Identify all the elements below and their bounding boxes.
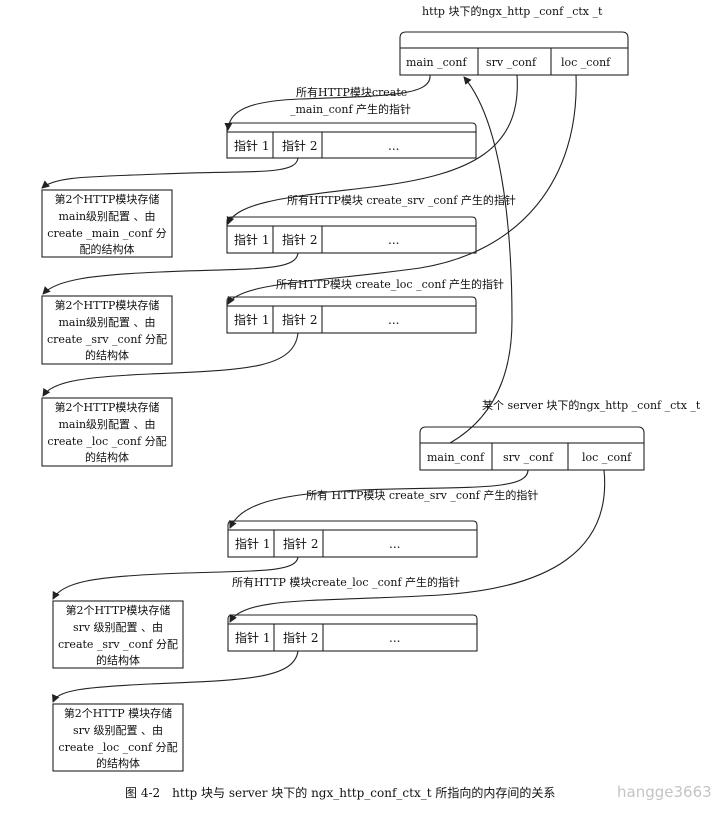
pointer-array-table [226,131,477,159]
struct-text-line: 的结构体 [85,348,129,362]
pointer-2-cell: 指针 2 [282,232,317,247]
pointer-array-server-loc: 指针 1 指针 2 ... [227,614,478,652]
arrows [41,74,606,703]
pointer-more-cell: ... [388,139,399,153]
struct-text-line: create _srv _conf 分配 [58,638,178,651]
struct-text-line: main级别配置 、由 [58,315,155,329]
struct-text-line: main级别配置 、由 [58,209,155,223]
http-ctx-brace [399,31,629,48]
arrow-http-srv-to-array [226,74,518,225]
pointer-array-table [226,225,477,254]
figure-caption: 图 4-2 http 块与 server 块下的 ngx_http_conf_c… [125,785,555,800]
struct-text-line: 的结构体 [96,653,140,667]
arrow-pointer-to-struct [41,157,299,189]
struct-text-line: 第2个HTTP模块存储 [55,192,160,206]
struct-text-line: create _srv _conf 分配 [47,333,167,346]
pointer-array-table [227,623,478,652]
pointer-more-cell: ... [389,631,400,645]
loc-conf-label-server: 所有HTTP 模块create_loc _conf 产生的指针 [232,575,460,589]
srv-conf-label: 所有HTTP模块 create_srv _conf 产生的指针 [287,193,516,207]
srv-conf-label-server: 所有 HTTP模块 create_srv _conf 产生的指针 [306,488,538,502]
struct-box-srv: 第2个HTTP模块存储 main级别配置 、由 create _srv _con… [41,295,173,365]
server-ctx-brace [419,426,645,443]
arrow-server-loc-to-array [229,469,606,623]
pointer-array-table [227,529,478,558]
arrow-server-main-to-http-main [449,76,513,444]
server-ctx-title: 某个 server 块下的ngx_http _conf _ctx _t [482,398,701,412]
arrow-pointer-to-struct [42,252,299,295]
struct-box-server-srv: 第2个HTTP模块存储 srv 级别配置 、由 create _srv _con… [52,600,184,669]
struct-text-line: create _loc _conf 分配 [58,741,177,754]
server-ctx-loc-conf: loc _conf [582,451,632,464]
struct-text-line: main级别配置 、由 [58,417,155,431]
pointer-2-cell: 指针 2 [283,630,318,645]
http-ctx-main-conf: main _conf [406,56,467,69]
struct-text-line: srv 级别配置 、由 [73,620,163,634]
struct-text-line: 第2个HTTP模块存储 [55,400,160,414]
pointer-more-cell: ... [388,313,399,327]
struct-text-line: 第2个HTTP 模块存储 [64,706,172,720]
struct-box-loc: 第2个HTTP模块存储 main级别配置 、由 create _loc _con… [41,397,173,467]
pointer-array-brace [226,296,477,306]
struct-text-line: 的结构体 [85,450,129,464]
pointer-array-brace [226,122,477,132]
struct-text-line: 的结构体 [96,756,140,770]
arrow-http-loc-to-array [227,74,577,305]
struct-text-line: srv 级别配置 、由 [73,723,163,737]
main-conf-label-line2: _main_conf 产生的指针 [290,102,411,116]
http-ctx-srv-conf: srv _conf [486,56,537,69]
server-ctx-srv-conf: srv _conf [503,451,554,464]
pointer-2-cell: 指针 2 [282,138,317,153]
arrow-server-srv-to-array [229,469,529,529]
struct-text-line: 配的结构体 [80,242,135,256]
pointer-array-brace [227,520,478,530]
watermark: hangge3663 [617,783,712,801]
struct-text-line: create _loc _conf 分配 [47,435,166,448]
pointer-more-cell: ... [388,233,399,247]
pointer-2-cell: 指针 2 [283,536,318,551]
struct-text-line: 第2个HTTP模块存储 [55,298,160,312]
pointer-array-srv: 指针 1 指针 2 ... [226,216,477,254]
server-ctx-struct: 某个 server 块下的ngx_http _conf _ctx _t main… [419,398,701,471]
struct-box-main: 第2个HTTP模块存储 main级别配置 、由 create _main _co… [41,189,173,258]
http-ctx-struct: http 块下的ngx_http _conf _ctx _t main _con… [399,4,629,76]
http-ctx-loc-conf: loc _conf [561,56,611,69]
pointer-array-main: 指针 1 指针 2 ... [226,122,477,159]
arrow-pointer-to-struct [42,332,299,397]
pointer-1-cell: 指针 1 [234,232,269,247]
pointer-array-loc: 指针 1 指针 2 ... [226,296,477,334]
arrow-pointer-to-struct [52,650,299,703]
struct-text-line: 第2个HTTP模块存储 [66,603,171,617]
arrow-pointer-to-struct [52,556,299,600]
pointer-array-table [226,305,477,334]
pointer-1-cell: 指针 1 [234,312,269,327]
server-ctx-table [419,442,645,471]
pointer-2-cell: 指针 2 [282,312,317,327]
struct-text-line: create _main _conf 分 [47,227,166,240]
struct-box-server-loc: 第2个HTTP 模块存储 srv 级别配置 、由 create _loc _co… [52,703,184,772]
pointer-1-cell: 指针 1 [235,630,270,645]
pointer-array-brace [227,614,478,624]
pointer-more-cell: ... [389,537,400,551]
http-ctx-table [399,47,629,76]
http-ctx-title: http 块下的ngx_http _conf _ctx _t [422,4,603,18]
pointer-array-server-srv: 指针 1 指针 2 ... [227,520,478,558]
loc-conf-label: 所有HTTP模块 create_loc _conf 产生的指针 [276,277,504,291]
pointer-array-brace [226,216,477,226]
server-ctx-main-conf: main_conf [427,451,485,464]
pointer-1-cell: 指针 1 [235,536,270,551]
pointer-1-cell: 指针 1 [234,138,269,153]
arrow-http-main-to-array [224,74,431,131]
